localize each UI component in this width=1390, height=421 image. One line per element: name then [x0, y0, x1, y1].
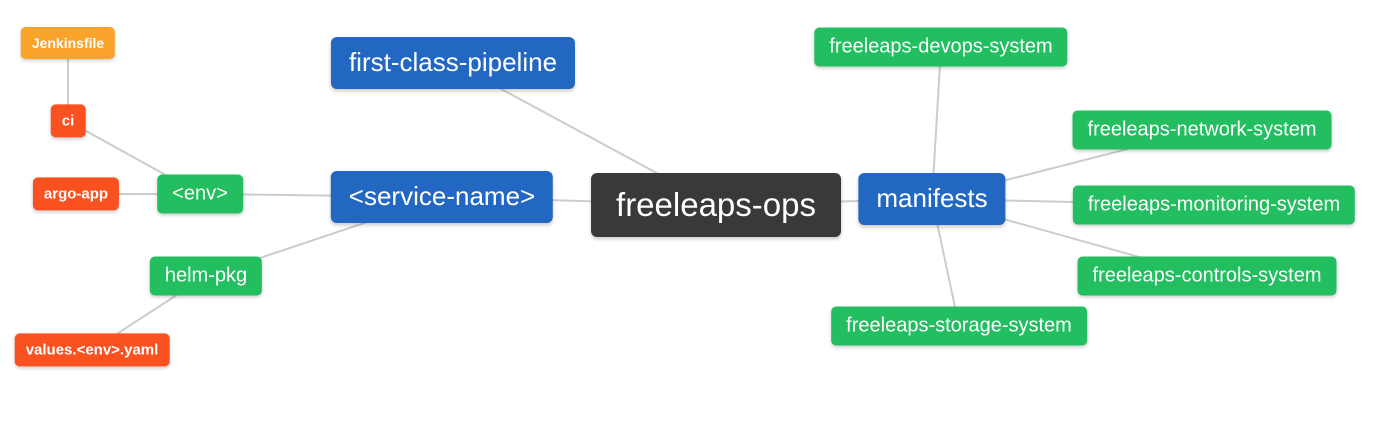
node-argo-app[interactable]: argo-app: [32, 177, 120, 211]
node-env[interactable]: <env>: [157, 174, 243, 214]
node-values-env-yaml[interactable]: values.<env>.yaml: [14, 333, 170, 367]
node-freeleaps-ops[interactable]: freeleaps-ops: [591, 173, 841, 237]
node-network-system[interactable]: freeleaps-network-system: [1072, 110, 1332, 150]
node-ci[interactable]: ci: [50, 104, 86, 138]
node-helm-pkg[interactable]: helm-pkg: [149, 256, 263, 296]
node-jenkinsfile[interactable]: Jenkinsfile: [20, 26, 116, 60]
node-storage-system[interactable]: freeleaps-storage-system: [831, 306, 1087, 346]
node-manifests[interactable]: manifests: [858, 173, 1006, 225]
node-service-name[interactable]: <service-name>: [330, 171, 554, 223]
node-monitoring-system[interactable]: freeleaps-monitoring-system: [1072, 185, 1356, 225]
node-devops-system[interactable]: freeleaps-devops-system: [814, 27, 1068, 67]
node-controls-system[interactable]: freeleaps-controls-system: [1077, 256, 1337, 296]
node-first-class-pipeline[interactable]: first-class-pipeline: [330, 37, 576, 89]
